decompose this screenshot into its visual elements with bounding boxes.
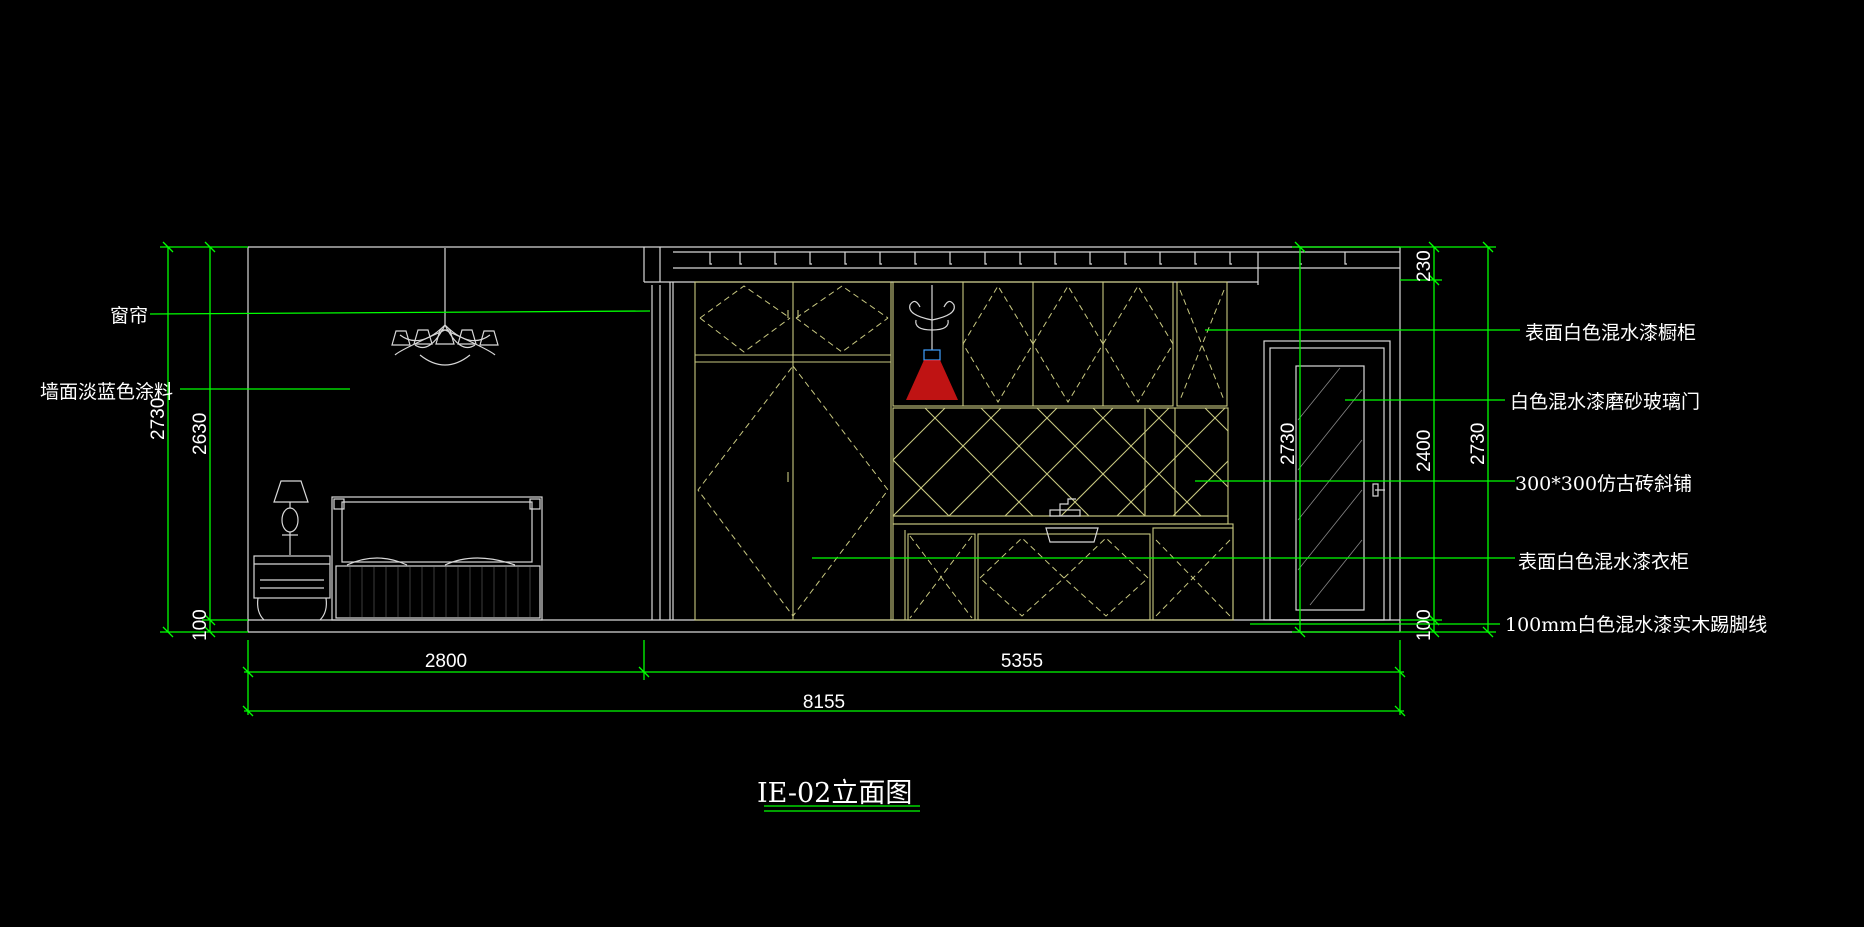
chandelier-icon <box>391 248 499 366</box>
tile-backsplash <box>892 407 1229 517</box>
dim-width-5355: 5355 <box>1001 651 1043 672</box>
leader-lines <box>149 310 1520 625</box>
page-title: IE-02立面图 <box>757 778 912 809</box>
dimension-lines-right: 2730 230 2400 100 2730 <box>1278 241 1496 641</box>
pendant-lamp-icon <box>906 285 958 400</box>
dim-right-230: 230 <box>1414 250 1435 282</box>
label-glass-door: 白色混水漆磨砂玻璃门 <box>1510 391 1700 413</box>
label-curtain: 窗帘 <box>110 305 148 327</box>
curtain-drawing <box>643 247 674 620</box>
dim-width-2800: 2800 <box>425 651 467 672</box>
kitchen-upper-cabinet <box>892 281 1228 407</box>
dimension-lines-left: 2730 2630 100 <box>148 241 248 641</box>
wardrobe-drawing <box>694 281 892 621</box>
dim-right-2400: 2400 <box>1414 430 1435 472</box>
ceiling-moulding <box>673 251 1400 285</box>
dim-right-door-2730: 2730 <box>1278 423 1299 465</box>
bed-drawing <box>331 496 543 621</box>
dim-left-2630: 2630 <box>190 413 211 455</box>
dim-right-100: 100 <box>1414 609 1435 641</box>
dimension-lines-bottom: 2800 5355 8155 <box>242 640 1406 717</box>
dim-left-2730: 2730 <box>148 398 169 440</box>
label-tile: 300*300仿古砖斜铺 <box>1515 473 1692 495</box>
label-wardrobe: 表面白色混水漆衣柜 <box>1518 551 1689 573</box>
annotations: 窗帘 墙面淡蓝色涂料 表面白色混水漆橱柜 白色混水漆磨砂玻璃门 300*300仿… <box>40 305 1767 636</box>
dim-left-100: 100 <box>190 609 211 641</box>
kitchen-base-cabinet <box>892 498 1234 621</box>
label-upper-cabinet: 表面白色混水漆橱柜 <box>1525 322 1696 344</box>
nightstand-lamp <box>253 480 331 621</box>
label-skirting: 100mm白色混水漆实木踢脚线 <box>1505 614 1767 636</box>
dim-right-2730: 2730 <box>1468 423 1489 465</box>
drawing-title: IE-02立面图 <box>757 778 920 812</box>
label-wall-paint: 墙面淡蓝色涂料 <box>40 381 173 403</box>
dim-width-8155: 8155 <box>803 692 845 713</box>
